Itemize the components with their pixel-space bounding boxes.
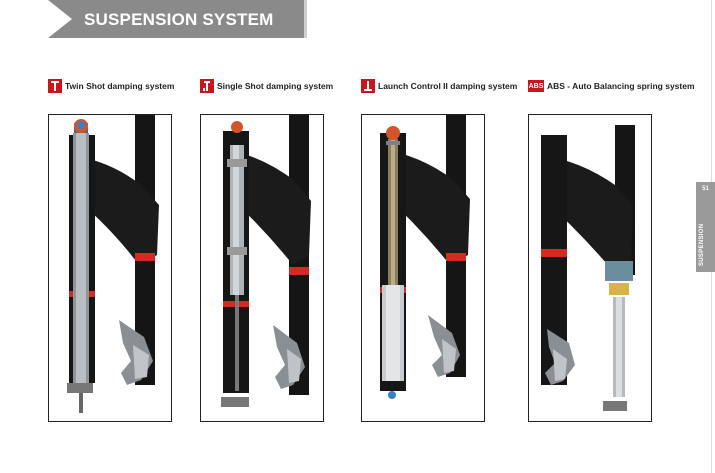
twin-shot-icon	[48, 79, 62, 93]
abs-icon: ABS	[528, 80, 544, 92]
label-abs: ABS ABS - Auto Balancing spring system	[528, 80, 695, 92]
label-launch-control: Launch Control II damping system	[361, 78, 517, 94]
section-side-tab: 51 SUSPENSION	[696, 182, 715, 272]
launch-control-icon	[361, 79, 375, 93]
page-number: 51	[702, 186, 709, 192]
header-notch	[48, 0, 72, 38]
header-tail	[304, 0, 307, 38]
section-title: SUSPENSION SYSTEM	[84, 10, 274, 29]
label-twin-shot: Twin Shot damping system	[48, 78, 174, 94]
section-header: SUSPENSION SYSTEM	[48, 0, 307, 38]
fork-image-single-shot	[200, 114, 324, 422]
fork-image-abs	[528, 114, 652, 422]
label-single-shot: Single Shot damping system	[200, 78, 333, 94]
fork-image-twin-shot	[48, 114, 172, 422]
single-shot-icon	[200, 79, 214, 93]
fork-image-launch-control	[361, 114, 485, 422]
section-tab-label: SUSPENSION	[699, 223, 705, 266]
